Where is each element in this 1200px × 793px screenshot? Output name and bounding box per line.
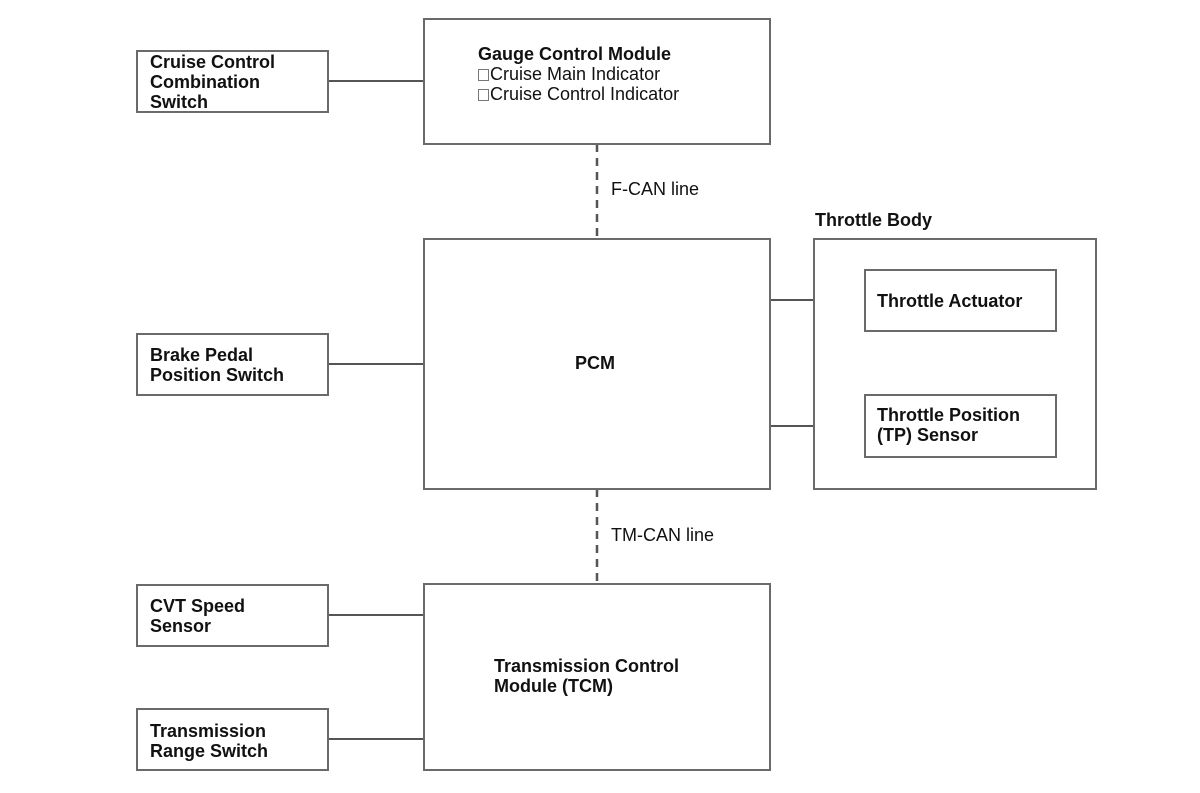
- bullet-glyph-icon: [478, 89, 489, 101]
- brake-switch-line-2: Position Switch: [150, 365, 285, 385]
- cruise-switch-line-2: Combination: [150, 72, 260, 92]
- tp-sensor-line-2: (TP) Sensor: [877, 425, 979, 445]
- range-switch-line-1: Transmission: [150, 721, 267, 741]
- gauge-item-text: Cruise Main Indicator: [490, 64, 661, 84]
- cvt-speed-sensor-box: [136, 584, 329, 647]
- tcm-label: Transmission Control Module (TCM): [494, 656, 679, 696]
- cvt-sensor-label: CVT Speed Sensor: [150, 596, 245, 636]
- throttle-body-title: Throttle Body: [815, 210, 932, 230]
- gauge-control-module-box: [423, 18, 771, 145]
- gauge-module-item-2: Cruise Control Indicator: [478, 84, 679, 104]
- gauge-module-title: Gauge Control Module: [478, 44, 671, 64]
- gauge-module-item-1: Cruise Main Indicator: [478, 64, 660, 84]
- range-switch-label: Transmission Range Switch: [150, 721, 268, 761]
- cruise-control-combination-switch-box: [136, 50, 329, 113]
- transmission-range-switch-box: [136, 708, 329, 771]
- cruise-switch-line-3: Switch: [150, 92, 209, 112]
- pcm-label: PCM: [575, 353, 615, 373]
- throttle-actuator-box: [864, 269, 1057, 332]
- brake-switch-line-1: Brake Pedal: [150, 345, 254, 365]
- bullet-glyph-icon: [478, 69, 489, 81]
- cruise-switch-label: Cruise Control Combination Switch: [150, 52, 275, 112]
- tcm-box: [423, 583, 771, 771]
- tcm-line-1: Transmission Control: [494, 656, 680, 676]
- brake-switch-label: Brake Pedal Position Switch: [150, 345, 284, 385]
- tp-sensor-line-1: Throttle Position: [877, 405, 1020, 425]
- cruise-switch-line-1: Cruise Control: [150, 52, 276, 72]
- tmcan-line-label: TM-CAN line: [611, 525, 715, 545]
- tcm-line-2: Module (TCM): [494, 676, 613, 696]
- cvt-sensor-line-2: Sensor: [150, 616, 212, 636]
- range-switch-line-2: Range Switch: [150, 741, 269, 761]
- throttle-actuator-label: Throttle Actuator: [877, 291, 1023, 311]
- fcan-line-label: F-CAN line: [611, 179, 700, 199]
- cvt-sensor-line-1: CVT Speed: [150, 596, 246, 616]
- tp-sensor-box: [864, 394, 1057, 458]
- tp-sensor-label: Throttle Position (TP) Sensor: [877, 405, 1020, 445]
- pcm-box: [423, 238, 771, 490]
- brake-pedal-position-switch-box: [136, 333, 329, 396]
- gauge-item-text: Cruise Control Indicator: [490, 84, 680, 104]
